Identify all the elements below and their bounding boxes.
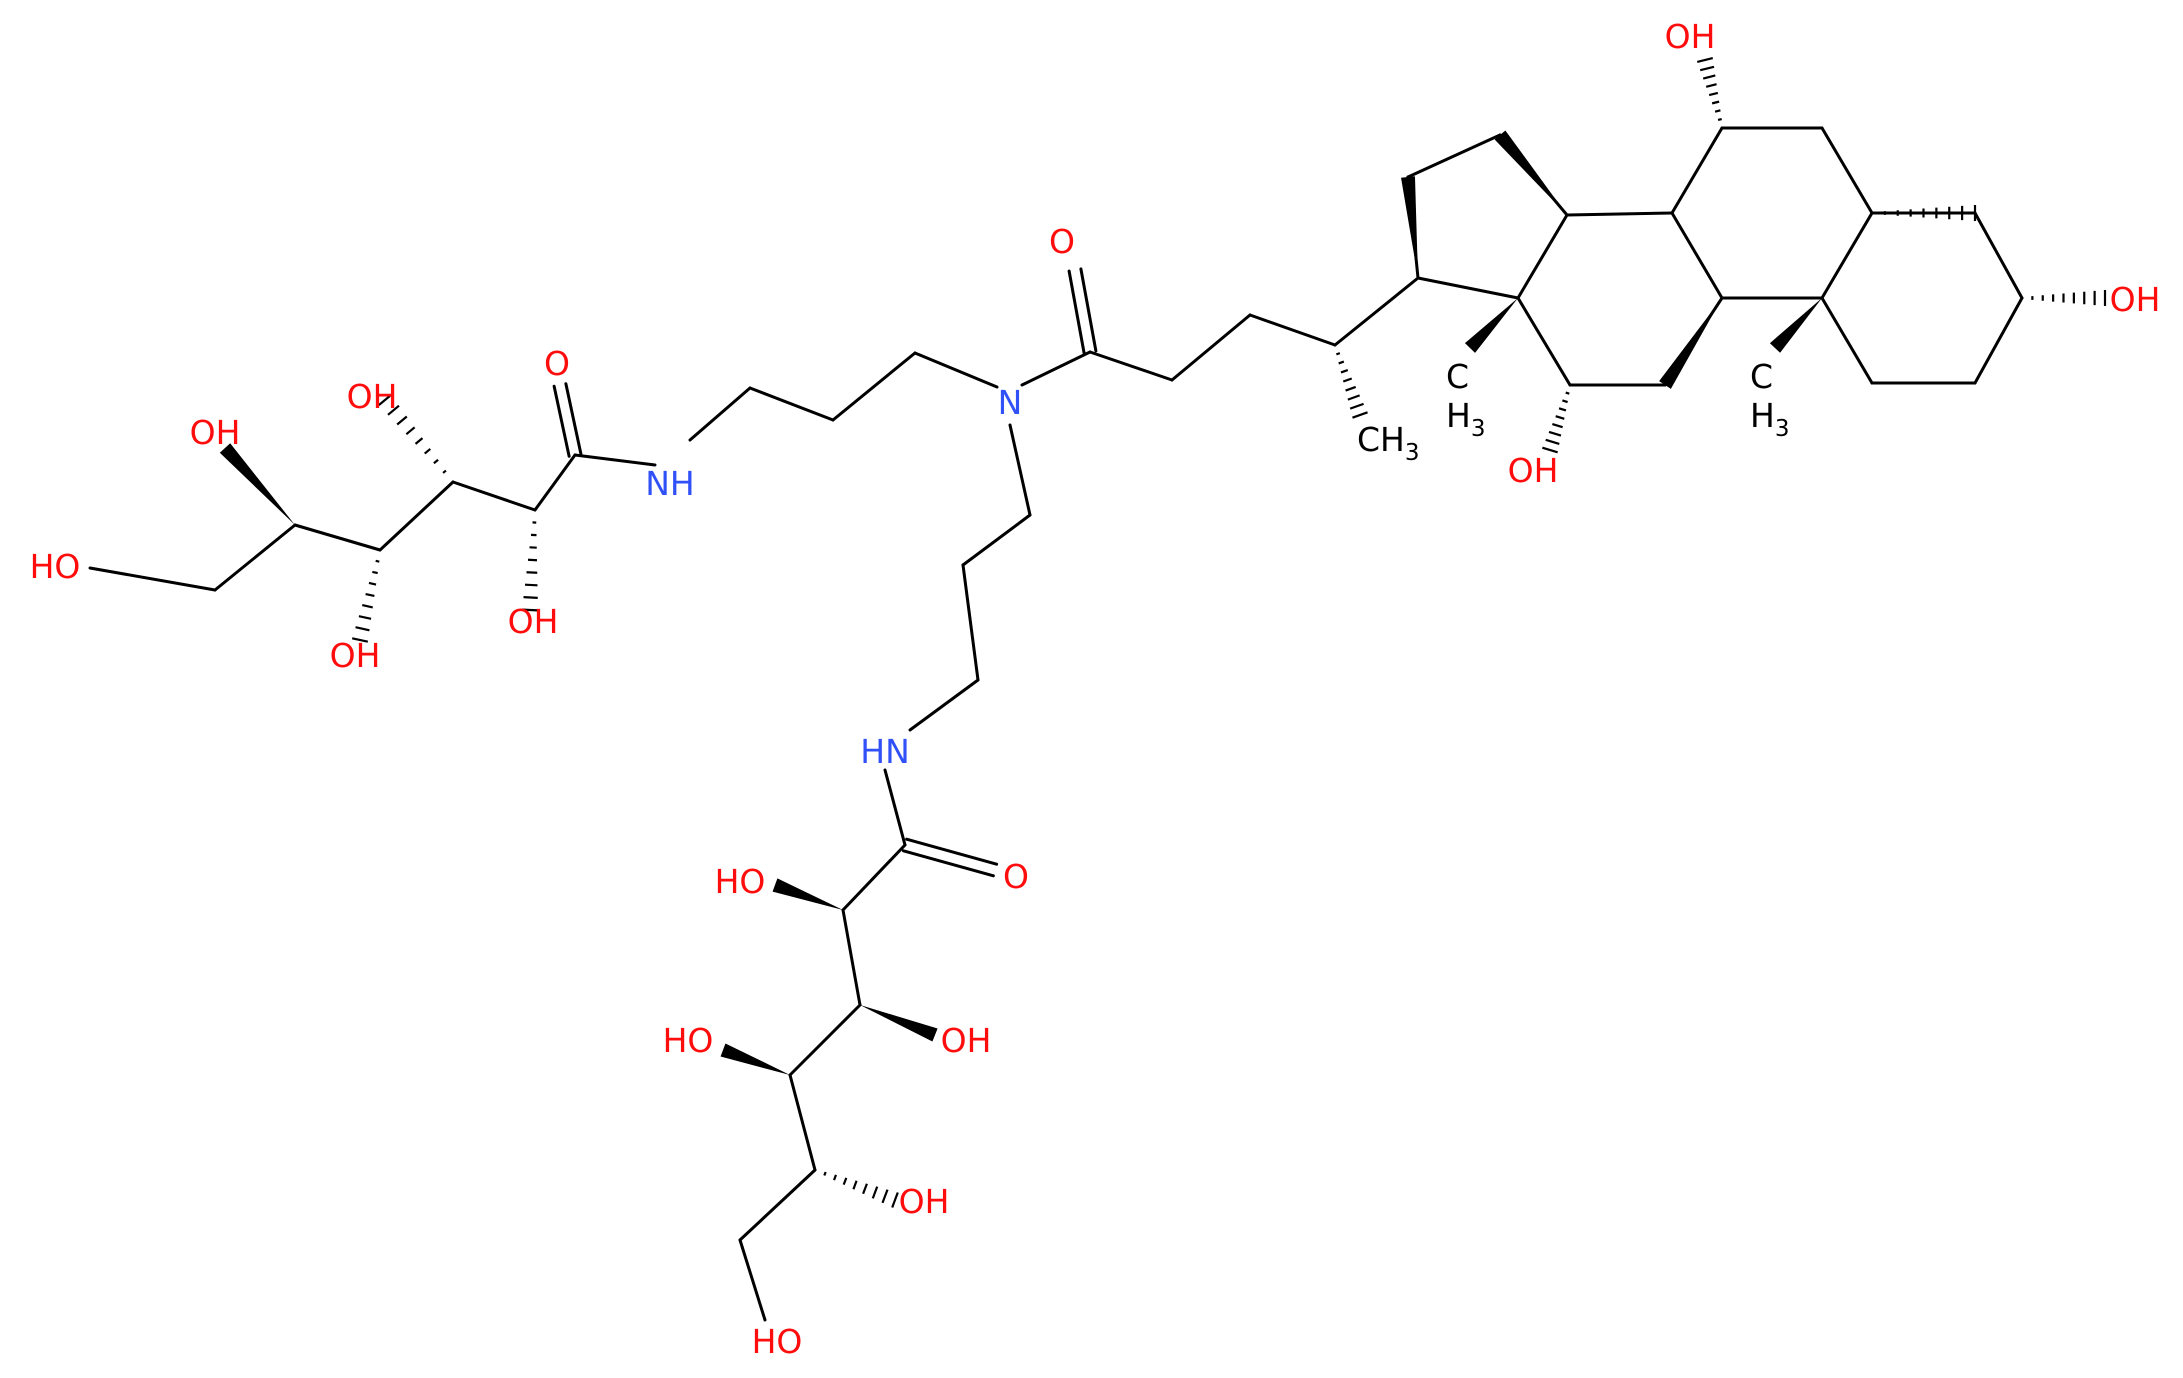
single-bond: [915, 353, 997, 387]
atom-label-nh: NH: [645, 464, 695, 503]
atom-label-hydroxyl: OH: [941, 1021, 992, 1060]
wedge-bond: [860, 1005, 938, 1041]
atom-label-oxygen: O: [1049, 222, 1075, 261]
atom-label-hydroxyl: OH: [508, 602, 559, 641]
hashed-bond: [1697, 58, 1723, 128]
stereo-bonds: [220, 58, 2105, 1207]
atom-label-oxygen: O: [1003, 857, 1029, 896]
bond-lines: [90, 128, 2022, 1320]
atom-label-hydroxyl: OH: [190, 413, 241, 452]
wedge-bond: [220, 443, 295, 525]
atom-label-hydroxyl: OH: [899, 1182, 950, 1221]
atom-label-hydroxyl: OH: [1665, 17, 1716, 56]
atom-label-hydroxyl: HO: [715, 862, 766, 901]
wedge-bond: [773, 878, 843, 910]
svg-text:CH3: CH3: [1357, 420, 1420, 466]
single-bond: [1822, 128, 1872, 213]
single-bond: [1672, 213, 1722, 298]
single-bond: [1022, 352, 1090, 385]
single-bond: [885, 770, 905, 845]
svg-text:H3: H3: [1750, 396, 1789, 442]
single-bond: [1418, 278, 1518, 298]
single-bond: [453, 482, 535, 510]
single-bond: [690, 388, 750, 440]
atom-label-hydroxyl: OH: [347, 377, 398, 416]
single-bond: [1822, 213, 1872, 298]
hashed-bond: [2022, 290, 2105, 306]
single-bond: [1172, 315, 1250, 380]
single-bond: [1090, 352, 1172, 380]
atom-label-nitrogen: N: [998, 383, 1023, 422]
single-bond: [843, 910, 860, 1005]
single-bond: [843, 845, 905, 910]
methyl-label-13: C H3: [1446, 357, 1485, 442]
single-bond: [1010, 425, 1030, 515]
wedge-bond: [1770, 298, 1822, 353]
double-bond: [907, 839, 997, 864]
single-bond: [1567, 213, 1672, 215]
single-bond: [380, 482, 453, 550]
single-bond: [910, 680, 978, 730]
hashed-bond: [352, 550, 381, 642]
single-bond: [963, 515, 1030, 565]
atom-label-hydroxyl: HO: [30, 547, 81, 586]
wedge-bond: [1465, 298, 1518, 353]
single-bond: [1822, 298, 1872, 383]
hashed-bond: [1542, 385, 1571, 453]
single-bond: [535, 455, 575, 510]
double-bond: [554, 386, 569, 456]
double-bond: [1081, 269, 1096, 351]
single-bond: [1250, 315, 1335, 345]
atom-label-hydroxyl: HO: [663, 1021, 714, 1060]
wedge-bond: [721, 1043, 790, 1075]
hashed-bond: [1334, 345, 1367, 418]
hashed-bond: [815, 1169, 898, 1207]
single-bond: [833, 353, 915, 420]
single-bond: [790, 1075, 815, 1170]
single-bond: [575, 455, 655, 465]
single-bond: [90, 568, 215, 590]
single-bond: [1335, 278, 1418, 345]
single-bond: [750, 388, 833, 420]
single-bond: [1672, 128, 1722, 213]
single-bond: [1975, 298, 2022, 383]
svg-text:C: C: [1750, 357, 1773, 396]
hashed-bond: [522, 510, 538, 610]
atom-label-hydroxyl: OH: [330, 636, 381, 675]
wedge-bond: [1495, 131, 1567, 215]
atom-labels: O N NH O HO OH OH OH OH HN O HO OH HO OH…: [30, 17, 2161, 1361]
atom-label-hydroxyl: OH: [1508, 451, 1559, 490]
single-bond: [790, 1005, 860, 1075]
methyl-label-side: CH3: [1357, 420, 1420, 466]
single-bond: [740, 1170, 815, 1240]
double-bond: [566, 384, 581, 454]
single-bond: [740, 1240, 765, 1320]
double-bond: [903, 851, 993, 876]
svg-text:C: C: [1446, 357, 1469, 396]
atom-label-hydroxyl: HO: [752, 1322, 803, 1361]
wedge-bond: [1659, 298, 1722, 389]
methyl-label-10: C H3: [1750, 357, 1789, 442]
single-bond: [1518, 298, 1570, 385]
single-bond: [295, 525, 380, 550]
double-bond: [1069, 271, 1084, 353]
atom-label-hydroxyl: OH: [2110, 280, 2161, 319]
atom-label-hn: HN: [860, 732, 910, 771]
single-bond: [1518, 215, 1567, 298]
single-bond: [1975, 213, 2022, 298]
single-bond: [1408, 135, 1500, 177]
wedge-bond: [1401, 176, 1418, 278]
atom-label-oxygen: O: [544, 344, 570, 383]
single-bond: [963, 565, 978, 680]
svg-text:H3: H3: [1446, 396, 1485, 442]
single-bond: [215, 525, 295, 590]
